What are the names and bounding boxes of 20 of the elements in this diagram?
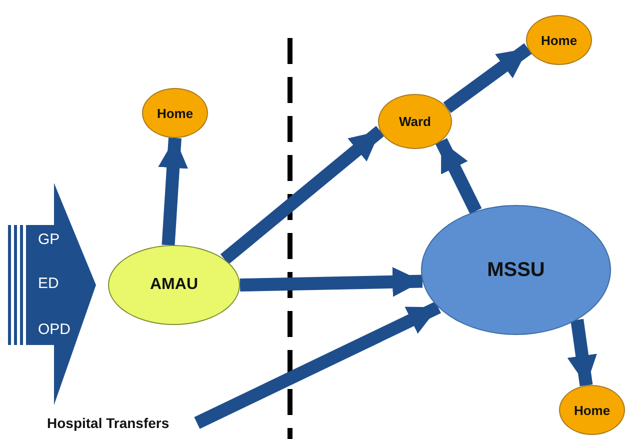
unit-label: Ward (398, 114, 432, 129)
unit-label: Home (540, 32, 578, 48)
unit-ellipse (526, 15, 592, 65)
entry-chevron (8, 183, 96, 405)
unit-label: AMAU (150, 276, 198, 294)
flow-arrow (240, 266, 423, 297)
unit-label: MSSU (487, 258, 545, 282)
source-label: ED (38, 275, 59, 292)
source-label: Hospital Transfers (47, 415, 170, 431)
unit-ellipse (378, 94, 452, 149)
flow-arrow (435, 138, 482, 214)
unit-label: Home (156, 106, 194, 120)
source-label: GP (38, 231, 60, 248)
flow-arrow (194, 301, 441, 429)
flow-arrow (158, 138, 188, 246)
flow-arrow (567, 318, 597, 386)
flow-arrow (220, 126, 384, 264)
source-label: OPD (38, 321, 71, 338)
flow-arrow (443, 43, 532, 113)
unit-label: Home (574, 402, 610, 418)
